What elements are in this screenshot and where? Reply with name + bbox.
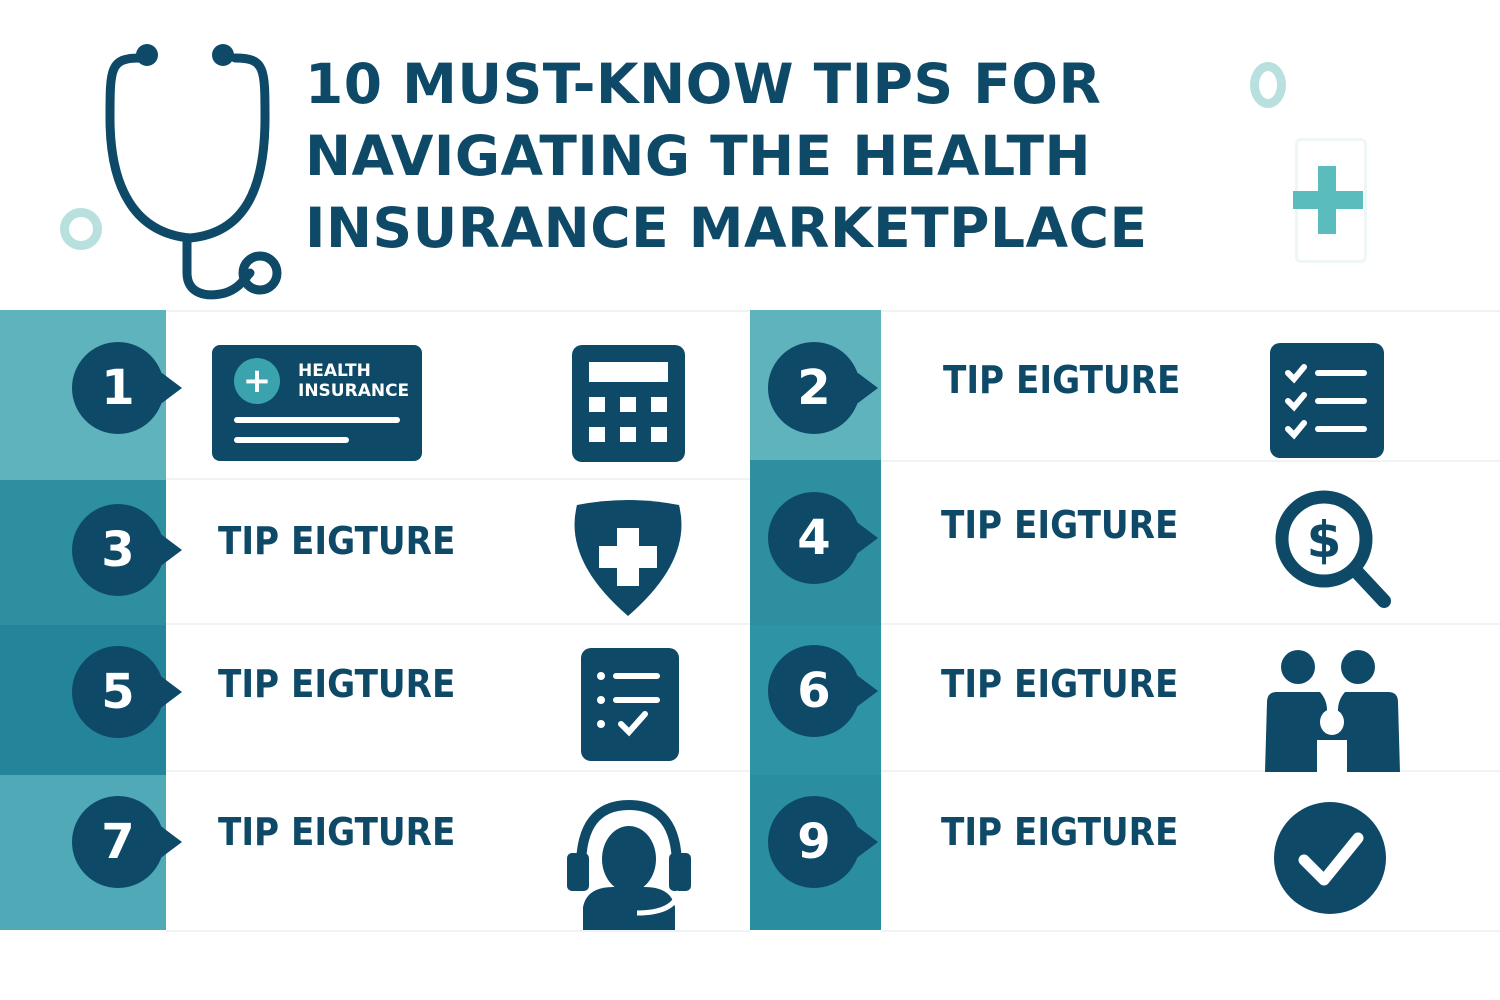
- tip-label-6: TIP EIGTURE: [941, 662, 1179, 706]
- tip-label-2: TIP EIGTURE: [943, 358, 1181, 402]
- tip-badge-6: 6: [768, 645, 878, 737]
- checklist-icon: [1270, 343, 1384, 458]
- title-line-3: INSURANCE MARKETPLACE: [305, 196, 1148, 260]
- tip-badge-7: 7: [72, 796, 182, 888]
- tip-label-4: TIP EIGTURE: [941, 503, 1179, 547]
- title-line-2: NAVIGATING THE HEALTH: [305, 124, 1092, 188]
- dollar-search-icon: $: [1275, 490, 1391, 608]
- ring-decoration-right: [1250, 62, 1286, 108]
- ring-decoration-left: [60, 208, 102, 250]
- family-icon: [1265, 650, 1400, 772]
- shield-plus-icon: [574, 500, 682, 616]
- tip-label-5: TIP EIGTURE: [218, 662, 456, 706]
- check-circle-icon: [1274, 802, 1386, 914]
- calculator-icon: [572, 345, 685, 462]
- page-title: 10 MUST-KNOW TIPS FOR NAVIGATING THE HEA…: [305, 48, 1265, 264]
- tip-badge-2: 2: [768, 342, 878, 434]
- tip-badge-4: 4: [768, 492, 878, 584]
- tip-label-9: TIP EIGTURE: [941, 810, 1179, 854]
- svg-text:$: $: [1307, 511, 1342, 569]
- title-line-1: 10 MUST-KNOW TIPS FOR: [305, 52, 1102, 116]
- headset-support-icon: [567, 799, 691, 930]
- stethoscope-icon: [105, 44, 282, 300]
- tip-badge-9: 9: [768, 796, 878, 888]
- tip-label-7: TIP EIGTURE: [218, 810, 456, 854]
- card-text-line-1: HEALTH: [298, 361, 371, 381]
- card-text-line-2: INSURANCE: [298, 381, 410, 401]
- tip-label-3: TIP EIGTURE: [218, 519, 456, 563]
- tip-badge-1: 1: [72, 342, 182, 434]
- medical-cross-card-icon: [1293, 138, 1367, 263]
- clipboard-check-icon: [581, 648, 679, 761]
- tip-badge-3: 3: [72, 504, 182, 596]
- card-logo-icon: +: [234, 358, 280, 404]
- tip-badge-5: 5: [72, 646, 182, 738]
